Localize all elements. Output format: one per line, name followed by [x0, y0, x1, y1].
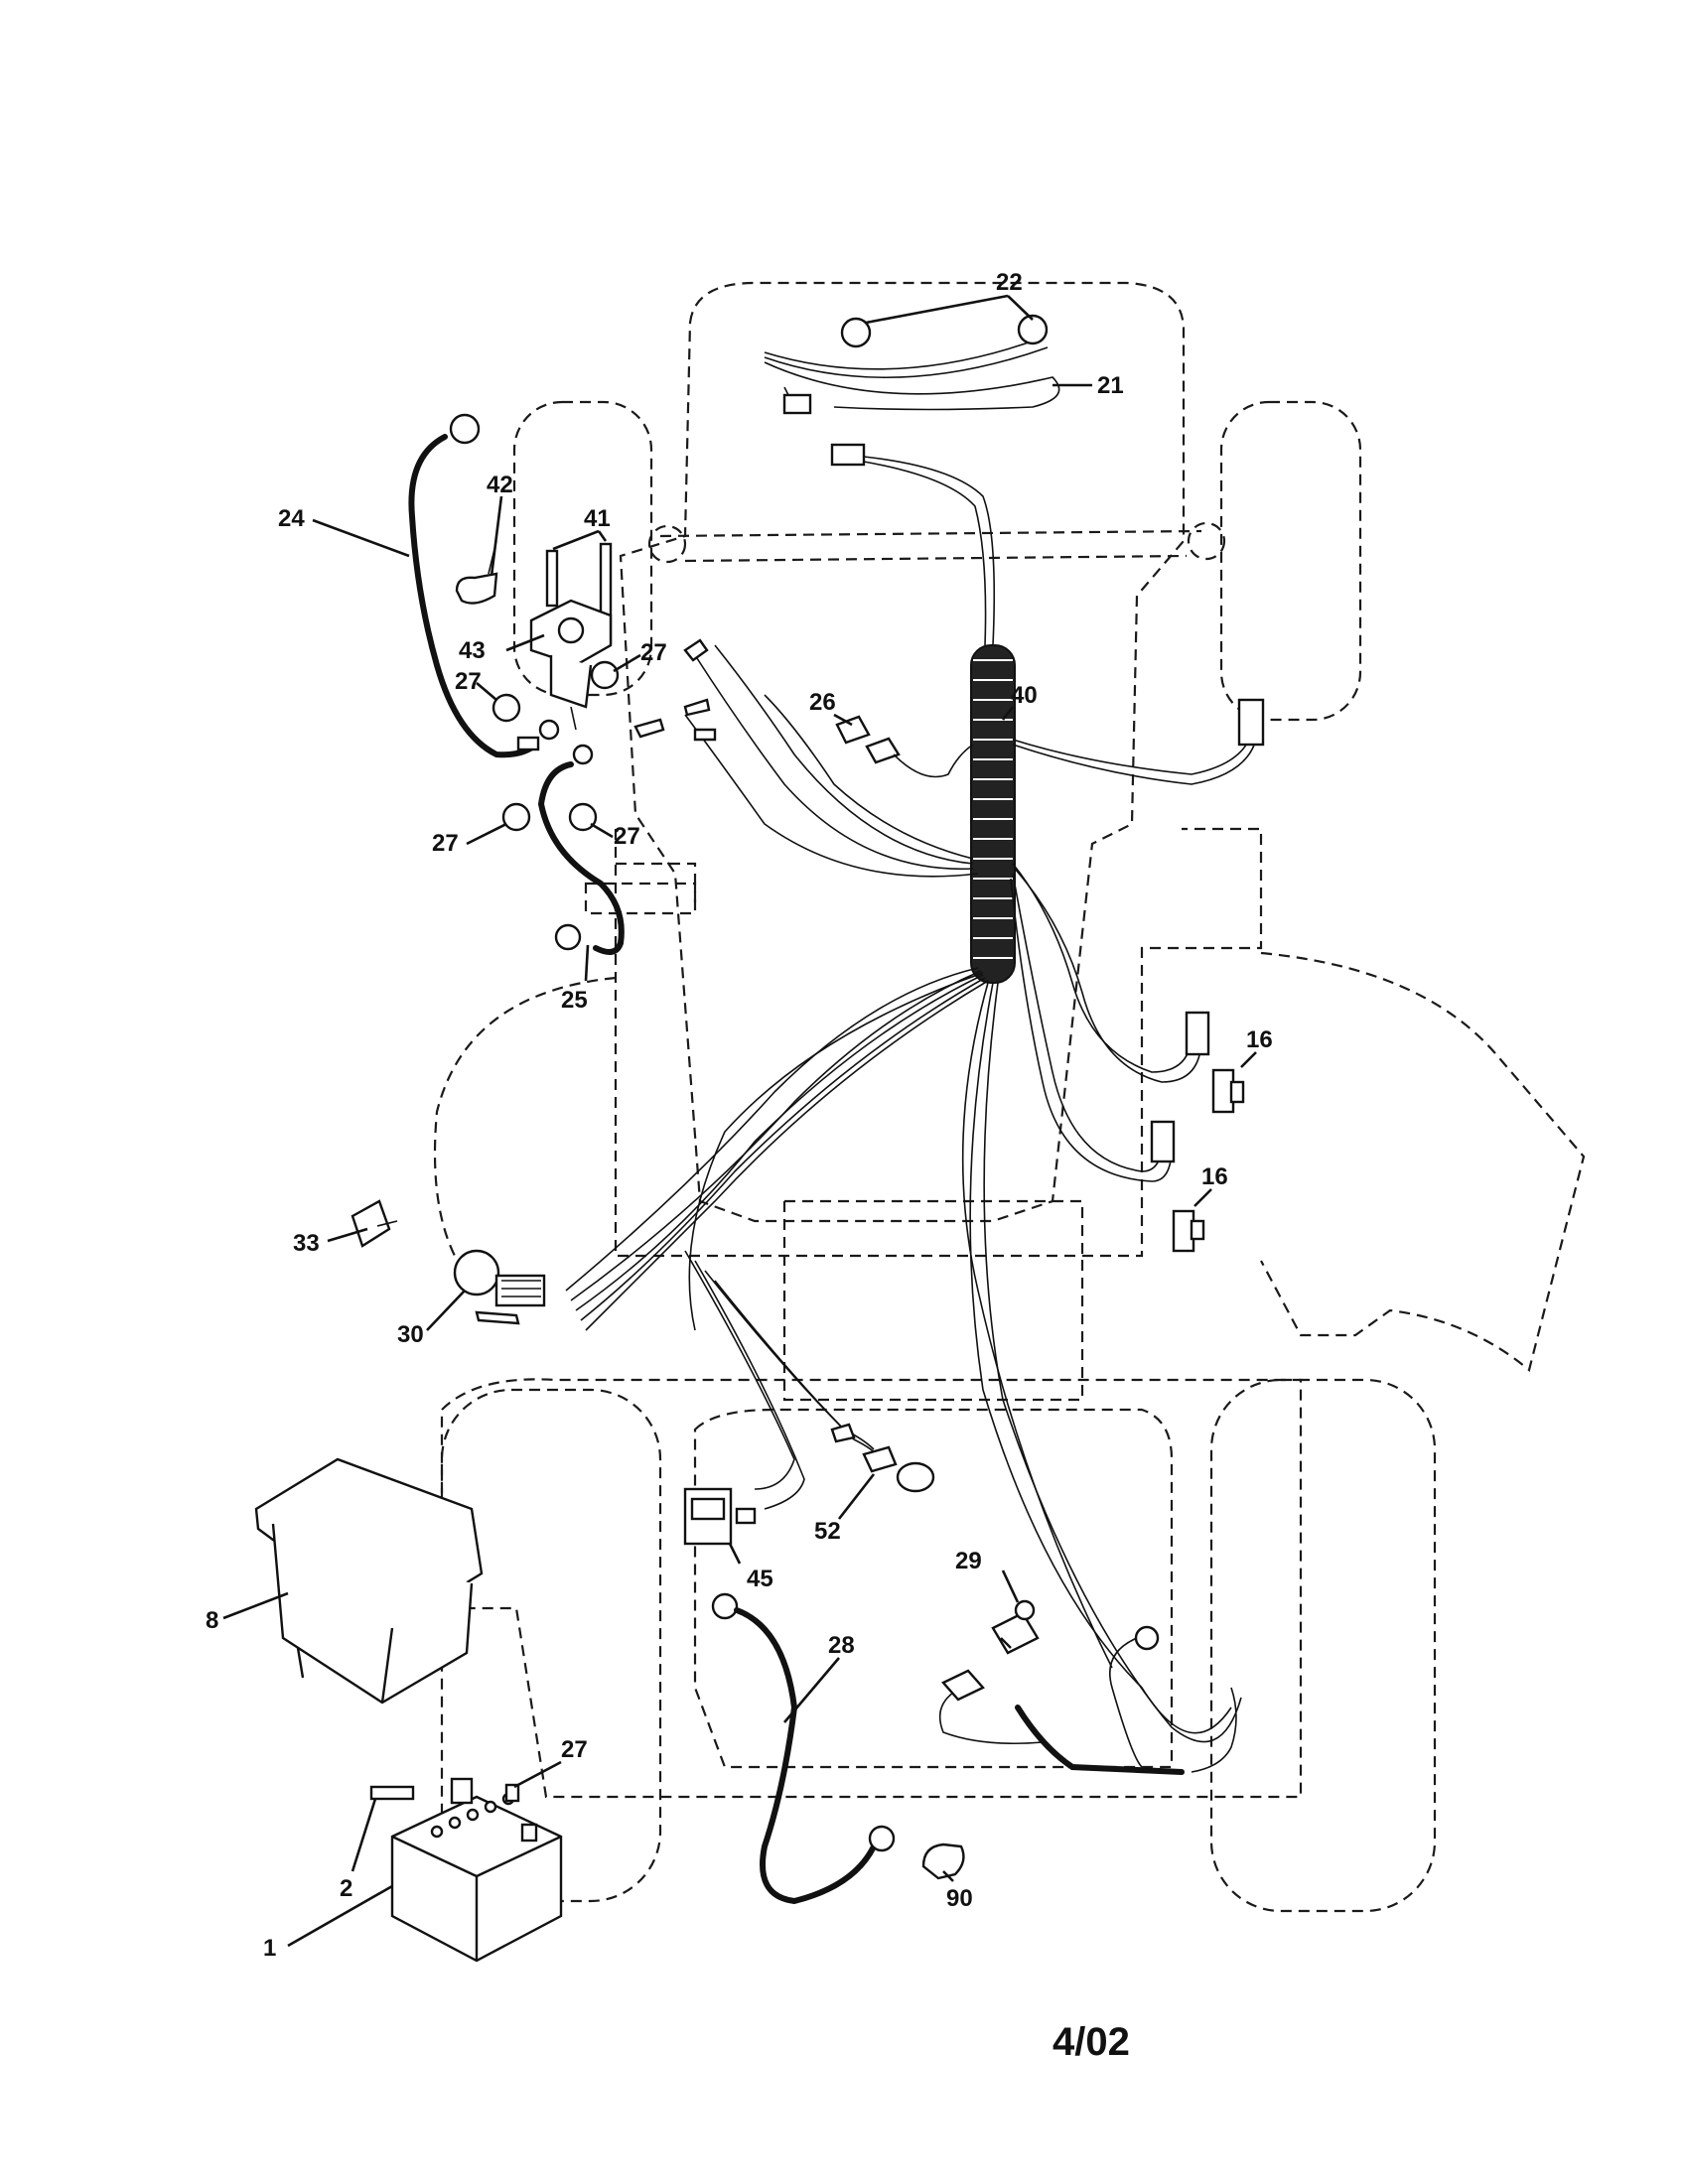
- bolt-2: [369, 1785, 415, 1801]
- nut-27-b: [590, 660, 620, 690]
- callout-29: 29: [955, 1548, 982, 1574]
- front-pivot-right: [1187, 521, 1226, 561]
- callout-27-lower-right: 27: [614, 823, 640, 850]
- callout-16-lower: 16: [1201, 1163, 1228, 1190]
- cable-24: [408, 434, 539, 758]
- front-right-wheel: [1219, 400, 1362, 722]
- front-pivot-left: [647, 524, 687, 564]
- callout-40: 40: [1011, 682, 1038, 709]
- hood-crossbar: [659, 529, 1202, 538]
- callout-42: 42: [487, 472, 513, 498]
- headlight-bulb-right: [1017, 314, 1049, 345]
- hood-outline: [619, 281, 1186, 1223]
- main-harness: [565, 644, 1265, 1743]
- callout-27-lower-left: 27: [432, 830, 459, 857]
- callout-28: 28: [828, 1632, 855, 1659]
- nut-27-a: [491, 693, 521, 723]
- callout-21: 21: [1097, 372, 1124, 399]
- axle-bracket: [584, 882, 697, 915]
- switch-29: [991, 1599, 1040, 1655]
- frame-crossmember: [784, 1199, 1084, 1256]
- seat-harness-plug-upper: [1185, 1011, 1210, 1056]
- callout-22: 22: [996, 269, 1023, 296]
- callout-26: 26: [809, 689, 836, 716]
- nut-27-c: [501, 802, 531, 832]
- callout-1: 1: [263, 1935, 276, 1962]
- callout-2: 2: [340, 1875, 352, 1902]
- frame-inner: [782, 1201, 1084, 1402]
- callout-24: 24: [278, 505, 305, 532]
- cable-25: [537, 761, 625, 955]
- callout-16-upper: 16: [1246, 1026, 1273, 1053]
- ignition-switch-30: [453, 1249, 546, 1325]
- seat-switch-upper: [1211, 1068, 1245, 1114]
- bolt-41-left: [545, 549, 559, 608]
- seat-harness-plug-lower: [1150, 1120, 1176, 1163]
- seat-pan: [693, 1408, 1174, 1769]
- headlight-bulb-left: [840, 317, 872, 348]
- tractor-frame-outline: [433, 281, 1586, 1913]
- rear-right-wheel: [1209, 1378, 1437, 1913]
- headlight-connector: [782, 393, 812, 415]
- callout-52: 52: [814, 1518, 841, 1545]
- callout-90: 90: [946, 1885, 973, 1912]
- callout-43: 43: [459, 637, 486, 664]
- nut-27-d: [568, 802, 598, 832]
- battery-box-8: [254, 1457, 484, 1705]
- conduit-coil: [970, 644, 1016, 984]
- key-33: [351, 1199, 398, 1248]
- callout-labels: 22 21 24 42 41 43 27 27 27 27 25 26 40 1…: [206, 269, 1273, 1962]
- headlight-plug: [830, 443, 866, 467]
- callout-45: 45: [747, 1566, 773, 1592]
- callout-27-right: 27: [640, 639, 667, 666]
- callout-27-left: 27: [455, 668, 482, 695]
- terminal-boot-90: [921, 1843, 965, 1880]
- callout-8: 8: [206, 1607, 218, 1634]
- ammeter-45: [683, 1487, 757, 1546]
- callout-25: 25: [561, 987, 588, 1014]
- battery-cable-28: [711, 1592, 896, 1905]
- deck-left-arc: [433, 976, 617, 1277]
- rear-harness-coil: [938, 1625, 1237, 1775]
- seat-switch-lower: [1172, 1209, 1205, 1253]
- headlight-harness: [764, 314, 1060, 646]
- terminal-boot-42: [455, 572, 498, 605]
- frame-step: [616, 862, 697, 908]
- callout-30: 30: [397, 1321, 424, 1348]
- callout-33: 33: [293, 1230, 320, 1257]
- deck-right-chute: [1260, 951, 1586, 1372]
- revision-date: 4/02: [1052, 2020, 1130, 2064]
- right-front-connector: [1237, 698, 1265, 747]
- callout-27-battery: 27: [561, 1736, 588, 1763]
- front-left-wheel: [512, 400, 653, 697]
- center-frame: [614, 827, 1263, 1258]
- light-52: [830, 1423, 935, 1493]
- callout-41: 41: [584, 505, 611, 532]
- hood-crossbar-lower: [684, 554, 1188, 563]
- solenoid-assembly: [408, 413, 717, 955]
- leader-lines: [222, 294, 1257, 1948]
- battery-1: [369, 1777, 563, 1963]
- relay-26: [835, 715, 974, 778]
- rear-fender: [440, 1378, 1303, 1799]
